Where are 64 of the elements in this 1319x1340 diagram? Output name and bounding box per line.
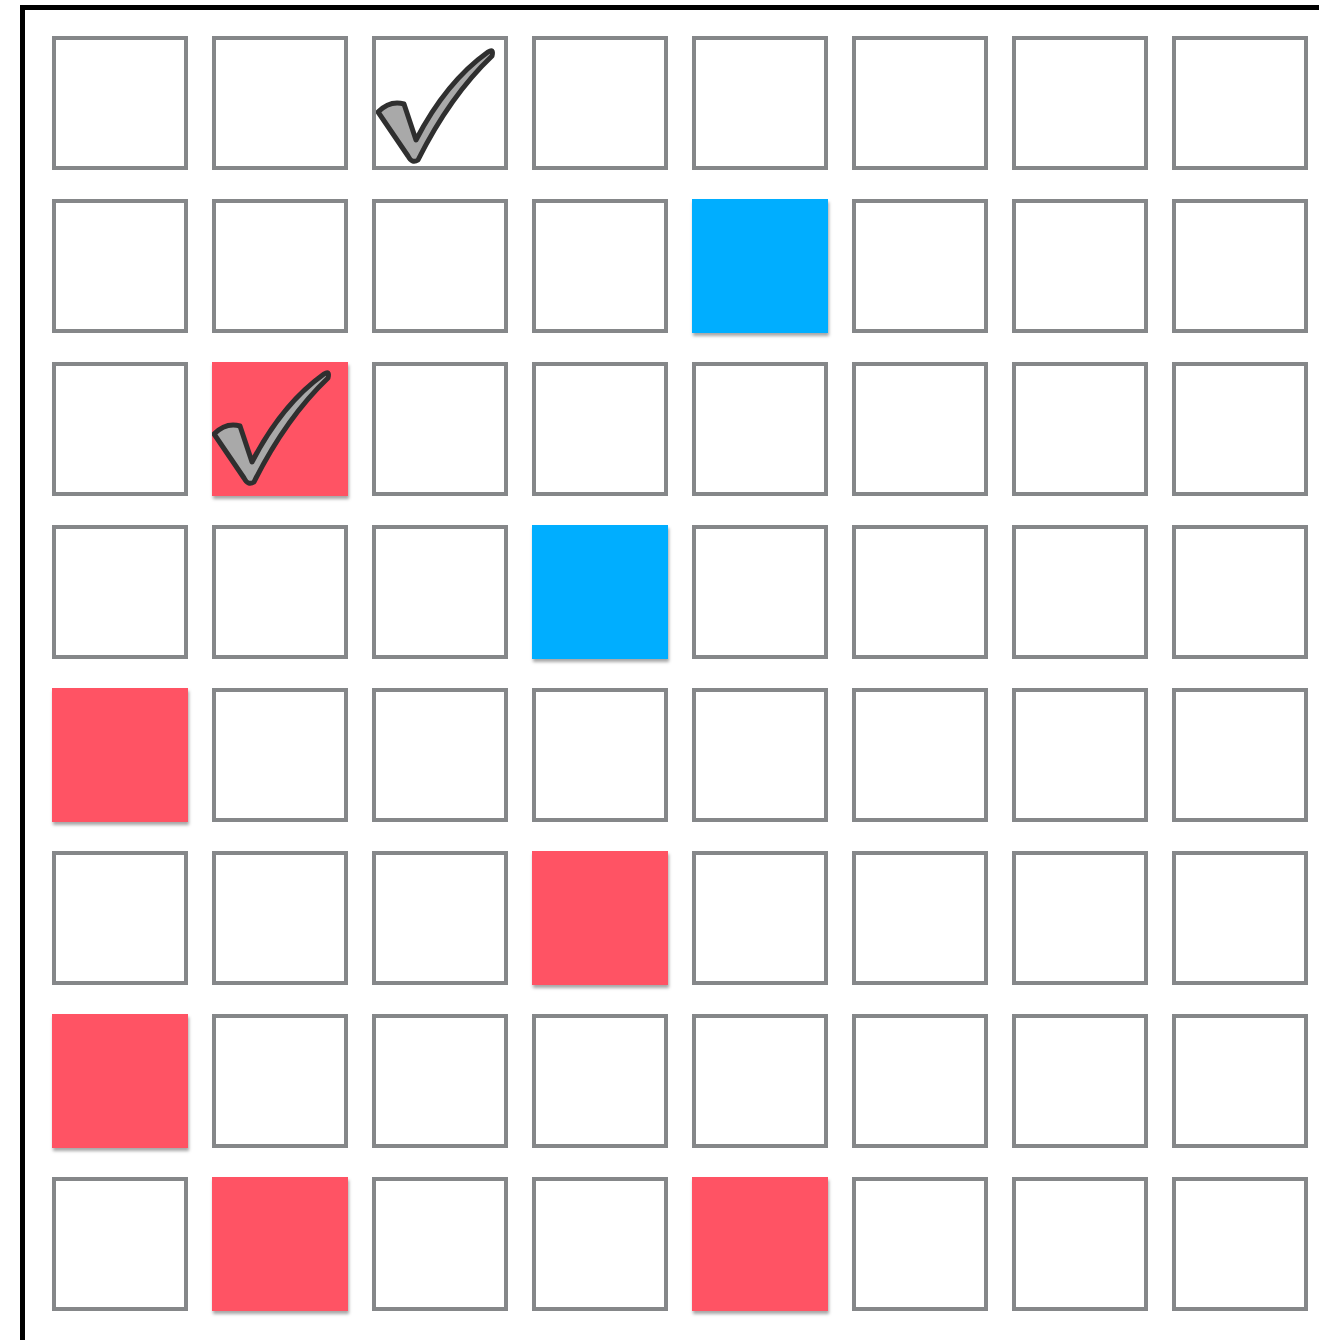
- empty-square: [532, 1014, 668, 1148]
- empty-square: [852, 36, 988, 170]
- filled-square: [532, 525, 668, 659]
- empty-square: [852, 688, 988, 822]
- empty-square: [212, 525, 348, 659]
- filled-square: [692, 199, 828, 333]
- filled-square: [212, 1177, 348, 1311]
- empty-square: [692, 525, 828, 659]
- empty-square: [212, 688, 348, 822]
- empty-square: [1172, 525, 1308, 659]
- empty-square: [1012, 525, 1148, 659]
- empty-square: [852, 1014, 988, 1148]
- empty-square: [372, 1014, 508, 1148]
- empty-square: [852, 362, 988, 496]
- empty-square: [1012, 1014, 1148, 1148]
- empty-square: [692, 362, 828, 496]
- empty-square: [1172, 36, 1308, 170]
- empty-square: [692, 36, 828, 170]
- filled-square: [212, 362, 348, 496]
- empty-square: [692, 1014, 828, 1148]
- empty-square: [852, 851, 988, 985]
- empty-square: [1172, 199, 1308, 333]
- empty-square: [212, 199, 348, 333]
- empty-square: [1012, 851, 1148, 985]
- empty-square: [52, 362, 188, 496]
- filled-square: [692, 1177, 828, 1311]
- empty-square: [52, 525, 188, 659]
- filled-square: [52, 1014, 188, 1148]
- empty-square: [372, 36, 508, 170]
- empty-square: [372, 1177, 508, 1311]
- empty-square: [532, 362, 668, 496]
- empty-square: [852, 525, 988, 659]
- empty-square: [52, 199, 188, 333]
- filled-square: [532, 851, 668, 985]
- empty-square: [1012, 1177, 1148, 1311]
- empty-square: [852, 1177, 988, 1311]
- empty-square: [1172, 688, 1308, 822]
- empty-square: [212, 851, 348, 985]
- empty-square: [1172, 1014, 1308, 1148]
- empty-square: [1012, 362, 1148, 496]
- empty-square: [372, 525, 508, 659]
- empty-square: [1012, 36, 1148, 170]
- empty-square: [692, 851, 828, 985]
- empty-square: [372, 688, 508, 822]
- empty-square: [372, 362, 508, 496]
- empty-square: [212, 1014, 348, 1148]
- empty-square: [52, 36, 188, 170]
- empty-square: [212, 36, 348, 170]
- empty-square: [1012, 688, 1148, 822]
- empty-square: [1012, 199, 1148, 333]
- empty-square: [1172, 362, 1308, 496]
- empty-square: [692, 688, 828, 822]
- empty-square: [532, 199, 668, 333]
- empty-square: [852, 199, 988, 333]
- empty-square: [52, 851, 188, 985]
- filled-square: [52, 688, 188, 822]
- empty-square: [532, 688, 668, 822]
- empty-square: [532, 1177, 668, 1311]
- empty-square: [372, 851, 508, 985]
- empty-square: [372, 199, 508, 333]
- empty-square: [52, 1177, 188, 1311]
- empty-square: [1172, 1177, 1308, 1311]
- empty-square: [532, 36, 668, 170]
- empty-square: [1172, 851, 1308, 985]
